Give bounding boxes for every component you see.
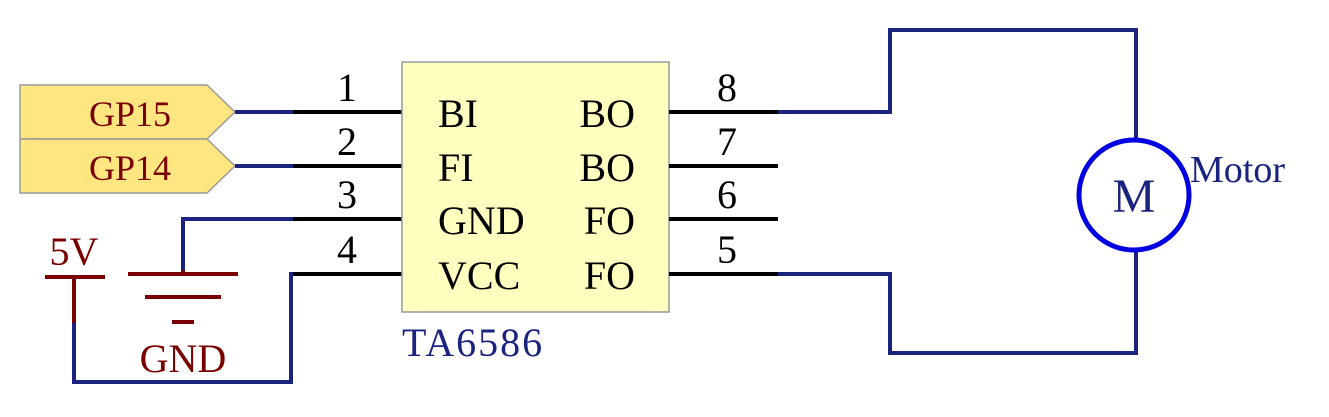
chip-pin-label-fo-5: FO [584, 253, 635, 298]
chip-pin-label-gnd: GND [438, 198, 525, 243]
chip-pin-label-bo-7: BO [579, 145, 635, 190]
port-gp14-label: GP14 [89, 148, 171, 188]
power-5v [45, 275, 105, 323]
pin-7-number: 7 [717, 119, 737, 164]
chip-pin-label-bi: BI [438, 91, 478, 136]
ground-symbol [128, 270, 238, 324]
port-gp14: GP14 [19, 138, 237, 194]
pin-4-number: 4 [337, 227, 357, 272]
pin-8-number: 8 [717, 65, 737, 110]
motor-circle [1076, 137, 1192, 253]
port-gp15: GP15 [19, 84, 237, 140]
ground-label: GND [140, 336, 227, 381]
motor: M Motor [1076, 137, 1285, 253]
pin-1-number: 1 [337, 65, 357, 110]
wire-gnd [181, 217, 293, 270]
chip-pin-label-fi: FI [438, 145, 474, 190]
motor-label: Motor [1190, 149, 1285, 191]
pin-2-number: 2 [337, 119, 357, 164]
port-gp15-shape [19, 84, 237, 140]
wire-fo-to-motor [778, 250, 1138, 355]
wire-5v [72, 272, 293, 384]
motor-symbol: M [1113, 170, 1156, 223]
pin-3-number: 3 [337, 172, 357, 217]
pin-6-number: 6 [717, 172, 737, 217]
right-pins [669, 110, 778, 276]
chip-body [401, 61, 670, 313]
left-wires [72, 110, 293, 384]
power-5v-label: 5V [50, 229, 99, 274]
chip-pin-label-bo-8: BO [579, 91, 635, 136]
right-wires [778, 28, 1138, 355]
port-gp14-shape [19, 138, 237, 194]
pin-5-number: 5 [717, 227, 737, 272]
chip-name: TA6586 [402, 320, 544, 365]
chip-pin-label-vcc: VCC [438, 253, 520, 298]
wire-bo-to-motor [778, 28, 1138, 140]
port-gp15-label: GP15 [89, 94, 171, 134]
chip-pin-label-fo-6: FO [584, 198, 635, 243]
left-pins [293, 110, 402, 276]
